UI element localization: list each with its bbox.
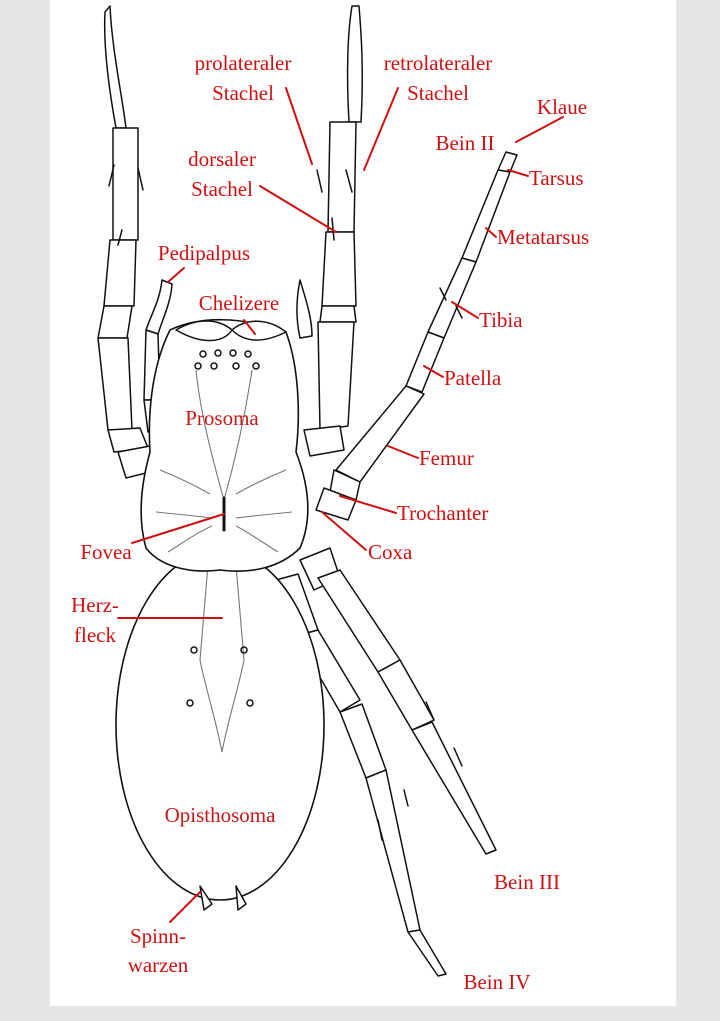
left-leg-i	[97, 5, 149, 453]
right-leg-ii	[315, 151, 518, 521]
radial-groove	[235, 469, 287, 495]
label-warzen: warzen	[128, 953, 189, 977]
label-trochanter: Trochanter	[397, 501, 488, 525]
radial-groove	[159, 469, 211, 495]
label-patella: Patella	[444, 366, 502, 390]
label-prosoma: Prosoma	[185, 406, 259, 430]
right-leg-i	[303, 5, 364, 457]
label-femur: Femur	[419, 446, 474, 470]
radial-groove	[235, 525, 279, 553]
right-pedipalp	[296, 279, 313, 339]
label-klaue: Klaue	[537, 95, 587, 119]
label-bein-iv: Bein IV	[463, 970, 530, 994]
label-opisthosoma: Opisthosoma	[165, 803, 277, 827]
label-tibia: Tibia	[479, 308, 523, 332]
label-tarsus: Tarsus	[529, 166, 584, 190]
spider-body	[115, 318, 325, 911]
label-bein-iii: Bein III	[494, 870, 560, 894]
label-spinn: Spinn-	[130, 924, 186, 948]
label-fleck: fleck	[74, 623, 116, 647]
label-chelizere: Chelizere	[199, 291, 279, 315]
label-bein-ii: Bein II	[436, 131, 495, 155]
label-herz: Herz-	[71, 593, 119, 617]
eye-group	[194, 349, 260, 370]
label-dorsaler: dorsaler	[188, 147, 256, 171]
labels: prolateraler Stachel retrolateraler Stac…	[71, 51, 589, 994]
right-leg-iii	[299, 547, 497, 855]
label-coxa: Coxa	[368, 540, 413, 564]
label-prolateraler: prolateraler	[195, 51, 292, 75]
label-pedipalpus: Pedipalpus	[158, 241, 250, 265]
pointer-lines	[117, 87, 564, 923]
label-dorsal-stachel: Stachel	[191, 177, 253, 201]
radial-groove	[167, 525, 213, 553]
radial-groove	[235, 511, 293, 519]
sigil-dot	[186, 699, 194, 707]
label-retrolateral-stachel: Stachel	[407, 81, 469, 105]
heart-mark-shape	[199, 564, 245, 753]
prosoma-shape	[140, 318, 309, 572]
label-metatarsus: Metatarsus	[497, 225, 589, 249]
spinneret-right	[235, 885, 247, 911]
spinneret-left	[199, 885, 213, 911]
radial-groove	[155, 511, 213, 519]
label-fovea: Fovea	[80, 540, 132, 564]
sigil-dot	[190, 646, 198, 654]
label-prolateral-stachel: Stachel	[212, 81, 274, 105]
label-retrolateraler: retrolateraler	[384, 51, 492, 75]
sigil-dot	[240, 646, 248, 654]
opisthosoma-shape	[115, 549, 325, 901]
sigil-dot	[246, 699, 254, 707]
